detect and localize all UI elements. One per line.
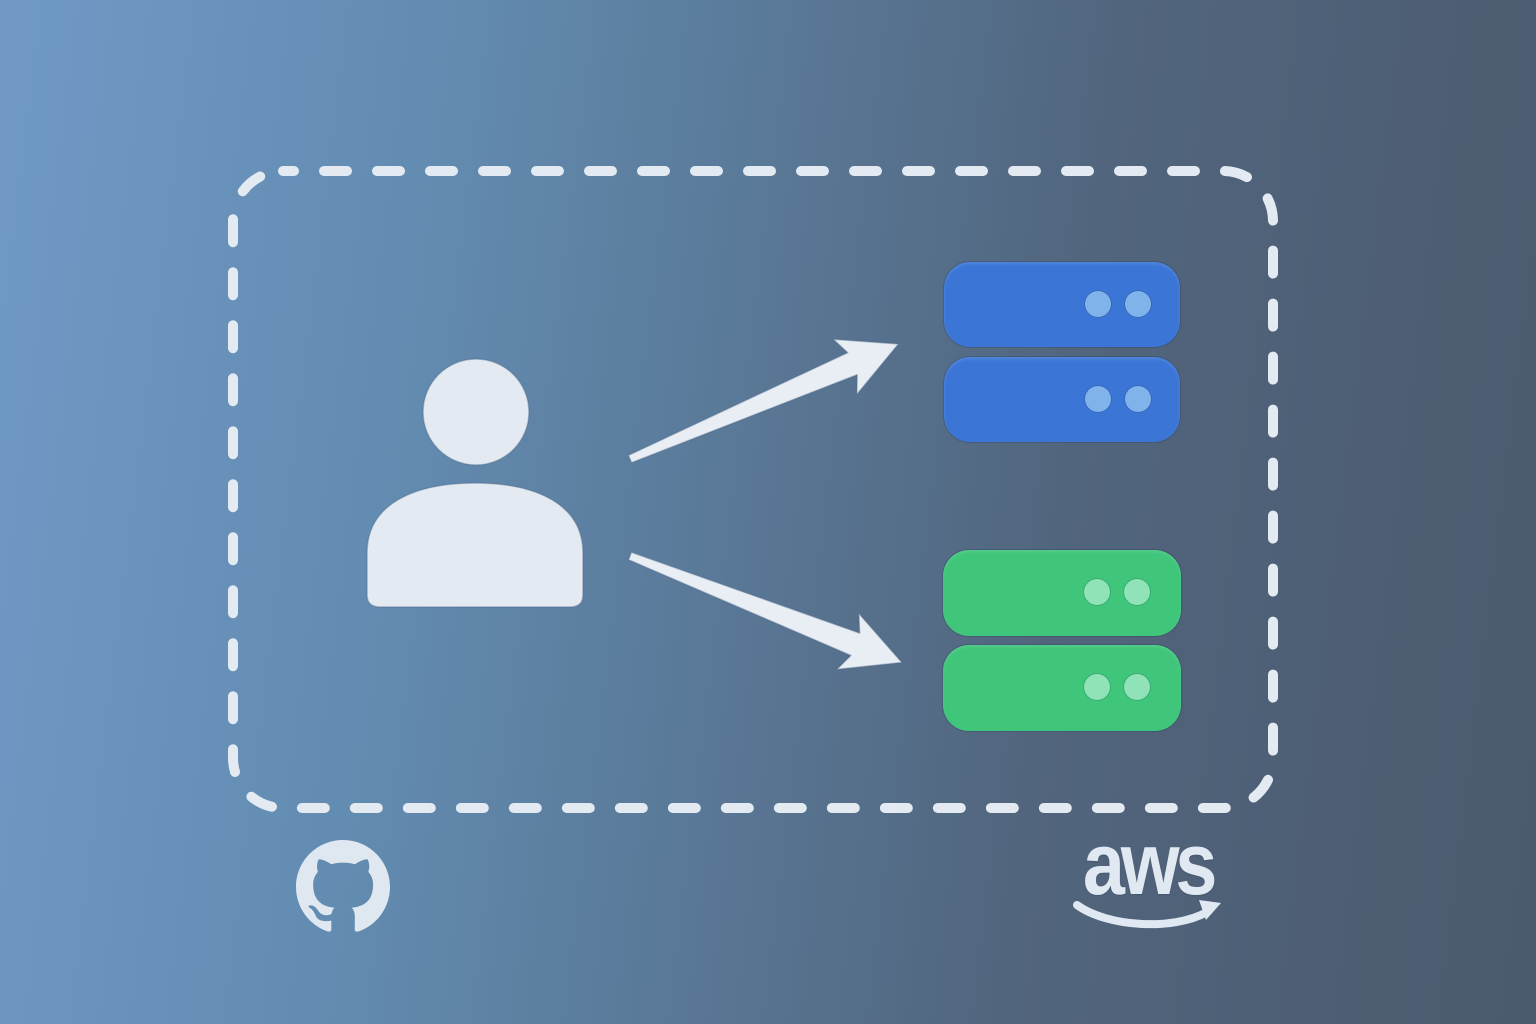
server-green-1: [943, 550, 1181, 636]
server-led-icon: [1085, 386, 1111, 412]
user-head-shape: [422, 358, 530, 466]
server-blue-1: [944, 262, 1180, 347]
aws-logo: aws: [1063, 814, 1233, 936]
server-green-2: [943, 645, 1181, 731]
server-led-icon: [1124, 674, 1150, 700]
arrow-to-green-servers: [627, 551, 903, 671]
server-led-icon: [1125, 386, 1151, 412]
server-blue-2: [944, 357, 1180, 442]
user-body-shape: [366, 482, 584, 608]
server-led-icon: [1084, 674, 1110, 700]
arrow-to-blue-servers: [627, 338, 900, 464]
aws-logo-text: aws: [1082, 814, 1217, 913]
server-led-icon: [1125, 291, 1151, 317]
server-led-icon: [1084, 579, 1110, 605]
github-mark-icon: [296, 840, 390, 932]
aws-smile-icon: [1073, 900, 1221, 929]
server-led-icon: [1085, 291, 1111, 317]
github-mark-path: [296, 840, 390, 932]
server-led-icon: [1124, 579, 1150, 605]
